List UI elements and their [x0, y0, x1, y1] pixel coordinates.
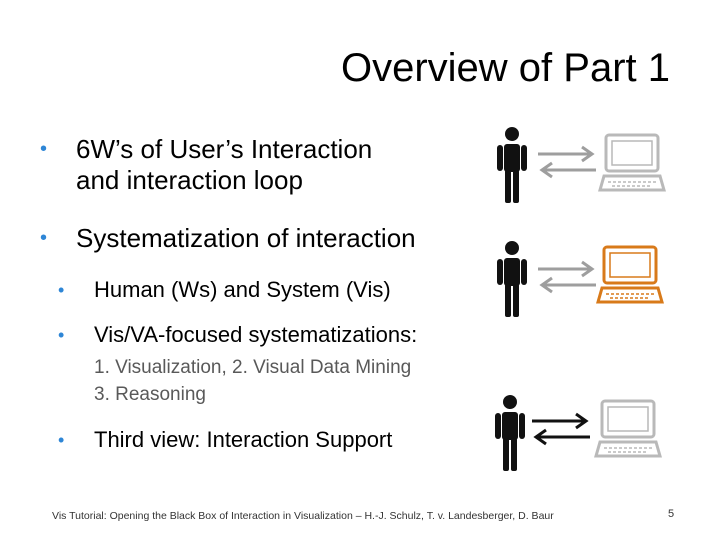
bullet-text: Systematization of interaction	[76, 223, 416, 253]
sub-bullet-third-view: • Third view: Interaction Support	[58, 426, 392, 454]
sub-bullet-vis-va: • Vis/VA-focused systematizations:	[58, 321, 417, 349]
bullet-text: 6W’s of User’s Interaction and interacti…	[76, 134, 372, 196]
bullet-marker: •	[58, 280, 65, 300]
human-icon	[497, 127, 527, 203]
computer-icon-highlighted	[596, 245, 664, 304]
double-arrow-icon	[538, 260, 596, 294]
sub-sub-line-1: 1. Visualization, 2. Visual Data Mining	[94, 357, 412, 378]
double-arrow-icon	[538, 145, 596, 179]
bullet-systematization: • Systematization of interaction	[36, 223, 416, 254]
human-icon	[497, 241, 527, 317]
bullet-marker: •	[58, 325, 65, 345]
slide-footer: Vis Tutorial: Opening the Black Box of I…	[52, 510, 554, 522]
double-arrow-icon-black	[532, 412, 590, 446]
sub-bullet-text: Vis/VA-focused systematizations:	[94, 322, 418, 347]
bullet-marker: •	[58, 430, 65, 450]
bullet-line-1: 6W’s of User’s Interaction	[76, 134, 373, 164]
sub-bullet-text: Third view: Interaction Support	[94, 427, 393, 452]
sub-sub-line-2: 3. Reasoning	[94, 384, 206, 405]
computer-icon	[598, 133, 666, 192]
human-icon	[495, 395, 525, 471]
page-number: 5	[668, 508, 675, 520]
bullet-6ws: • 6W’s of User’s Interaction and interac…	[36, 134, 372, 196]
bullet-line-2: and interaction loop	[76, 165, 303, 195]
slide-title: Overview of Part 1	[340, 46, 670, 90]
sub-bullet-text: Human (Ws) and System (Vis)	[94, 277, 391, 302]
sub-bullet-human-system: • Human (Ws) and System (Vis)	[58, 276, 391, 304]
computer-icon	[594, 399, 662, 458]
bullet-marker: •	[40, 138, 48, 160]
bullet-marker: •	[40, 227, 48, 249]
